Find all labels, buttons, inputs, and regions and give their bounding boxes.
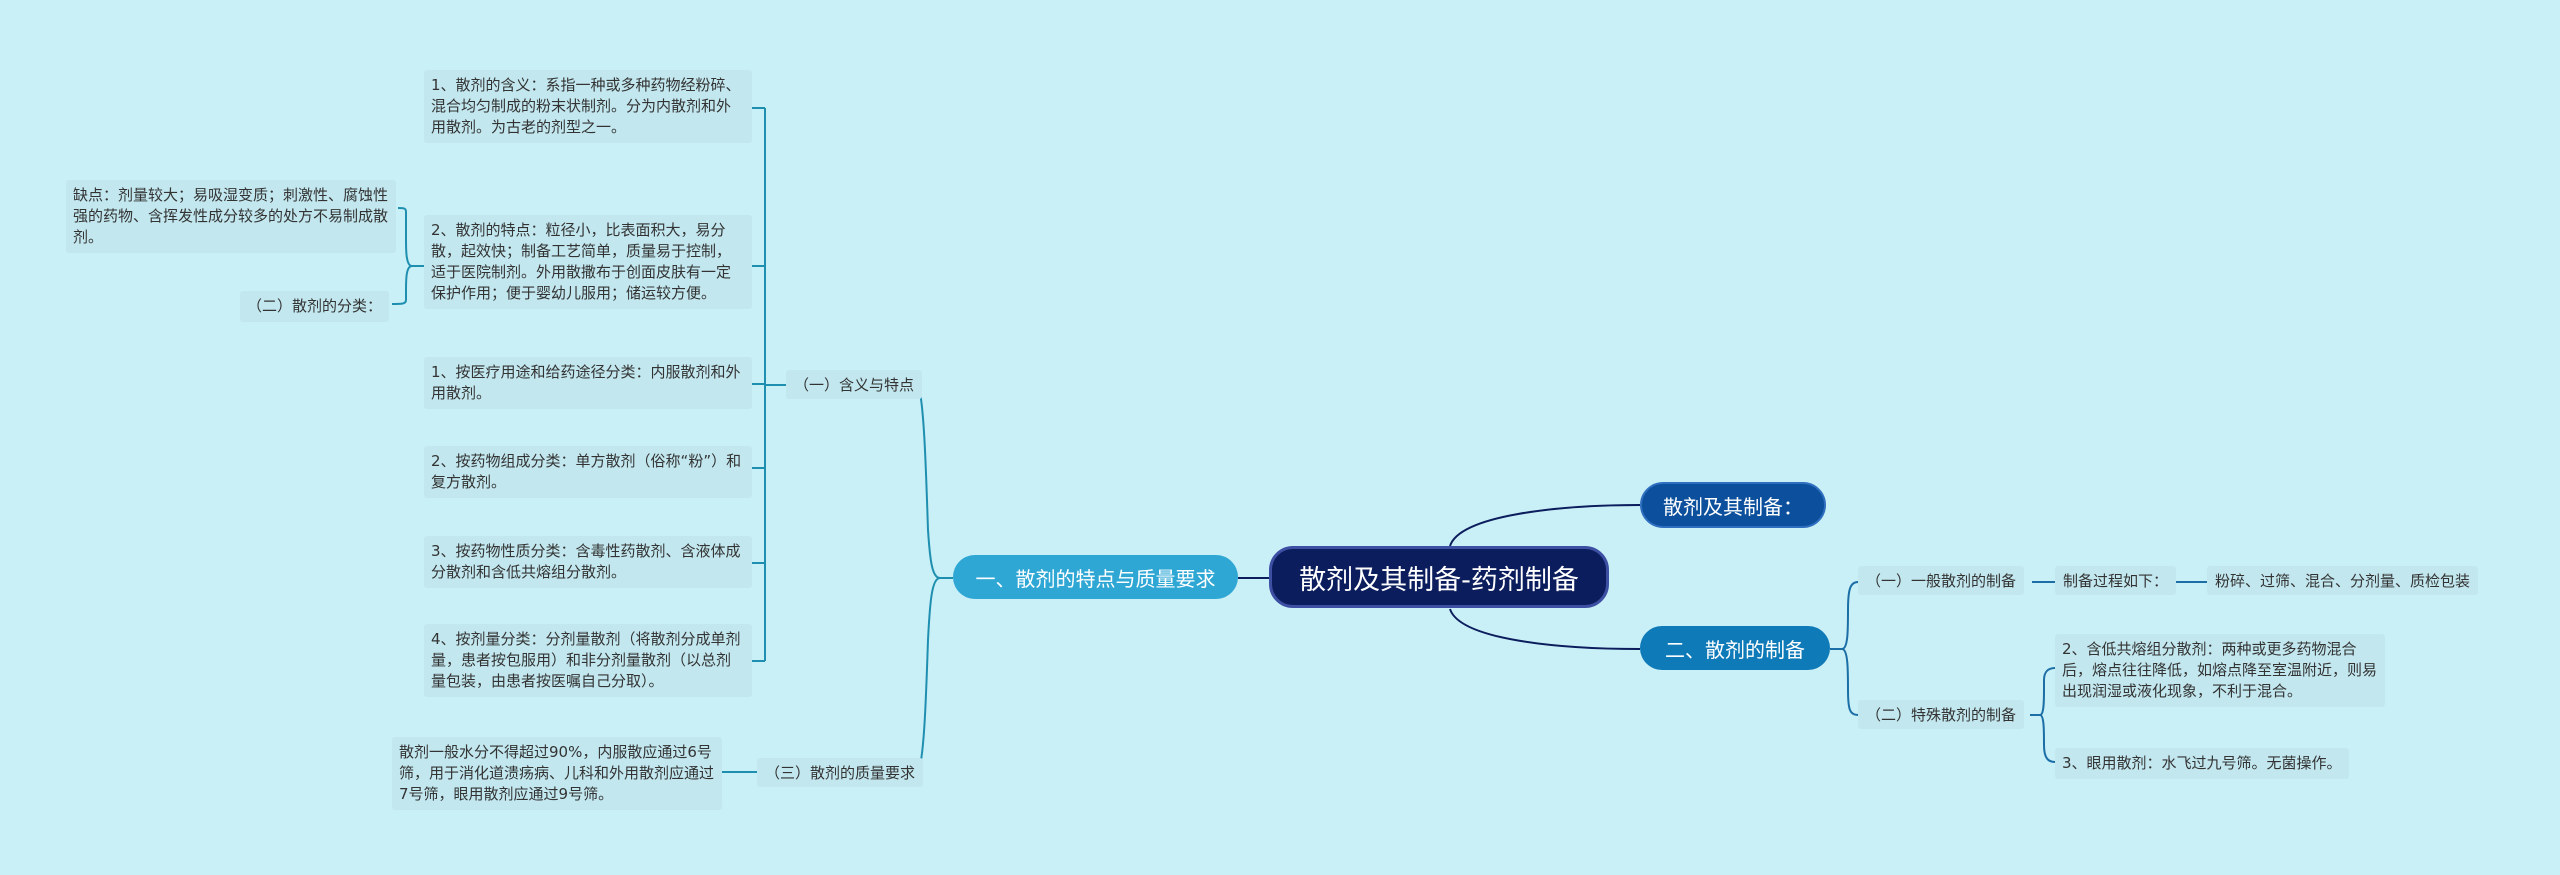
sub-general-prep-label: （一）一般散剂的制备: [1866, 572, 2017, 590]
process-label[interactable]: 制备过程如下：: [2055, 566, 2177, 595]
link-root-right: [1449, 608, 1641, 650]
leaf-quality[interactable]: 散剂一般水分不得超过90%，内服散应通过6号筛，用于消化道溃疡病、儿科和外用散剂…: [392, 737, 722, 810]
sub-quality-requirements[interactable]: （三）散剂的质量要求: [757, 758, 924, 787]
leaf-class-property[interactable]: 3、按药物性质分类：含毒性药散剂、含液体成分散剂和含低共熔组分散剂。: [424, 536, 752, 588]
leaf-features[interactable]: 2、散剂的特点：粒径小，比表面积大，易分散，起效快；制备工艺简单，质量易于控制，…: [424, 215, 752, 309]
leaf-ophthalmic-text: 3、眼用散剂：水飞过九号筛。无菌操作。: [2062, 754, 2342, 772]
process-steps[interactable]: 粉碎、过筛、混合、分剂量、质检包装: [2207, 566, 2479, 595]
leaf-drawbacks[interactable]: 缺点：剂量较大；易吸湿变质；刺激性、腐蚀性强的药物、含挥发性成分较多的处方不易制…: [66, 180, 396, 253]
branch-preparation-label: 二、散剂的制备: [1665, 637, 1805, 662]
process-label-text: 制备过程如下：: [2063, 572, 2169, 590]
root-label: 散剂及其制备-药剂制备: [1299, 564, 1579, 596]
leaf-features-text: 2、散剂的特点：粒径小，比表面积大，易分散，起效快；制备工艺简单，质量易于控制，…: [431, 221, 732, 302]
branch-characteristics[interactable]: 一、散剂的特点与质量要求: [953, 555, 1238, 599]
link-ophthalmic: [2030, 714, 2056, 763]
sub-definition-features[interactable]: （一）含义与特点: [786, 370, 923, 399]
link-left-sub1: [910, 384, 953, 579]
branch-preparation[interactable]: 二、散剂的制备: [1640, 626, 1830, 670]
leaf-eutectic-text: 2、含低共熔组分散剂：两种或更多药物混合后，熔点往往降低，如熔点降至室温附近，则…: [2062, 640, 2378, 700]
leaf-class-dosage[interactable]: 4、按剂量分类：分剂量散剂（将散剂分成单剂量，患者按包服用）和非分剂量散剂（以总…: [424, 624, 752, 697]
process-steps-text: 粉碎、过筛、混合、分剂量、质检包装: [2215, 572, 2471, 590]
sub-definition-features-label: （一）含义与特点: [794, 376, 915, 394]
link-general: [1830, 581, 1859, 650]
sub-special-prep[interactable]: （二）特殊散剂的制备: [1858, 700, 2025, 729]
sub-classification[interactable]: （二）散剂的分类：: [240, 291, 390, 322]
branch-characteristics-label: 一、散剂的特点与质量要求: [975, 566, 1216, 591]
leaf-class-property-text: 3、按药物性质分类：含毒性药散剂、含液体成分散剂和含低共熔组分散剂。: [431, 542, 741, 581]
link-classification: [391, 265, 424, 305]
leaf-class-dosage-text: 4、按剂量分类：分剂量散剂（将散剂分成单剂量，患者按包服用）和非分剂量散剂（以总…: [431, 630, 741, 690]
sub-quality-requirements-label: （三）散剂的质量要求: [765, 764, 916, 782]
leaf-class-usage-text: 1、按医疗用途和给药途径分类：内服散剂和外用散剂。: [431, 363, 741, 402]
branch-powder-prep-title-label: 散剂及其制备：: [1663, 494, 1803, 519]
root-node[interactable]: 散剂及其制备-药剂制备: [1269, 546, 1609, 608]
leaf-drawbacks-text: 缺点：剂量较大；易吸湿变质；刺激性、腐蚀性强的药物、含挥发性成分较多的处方不易制…: [73, 186, 389, 246]
leaf-ophthalmic[interactable]: 3、眼用散剂：水飞过九号筛。无菌操作。: [2055, 748, 2349, 779]
leaf-definition[interactable]: 1、散剂的含义：系指一种或多种药物经粉碎、混合均匀制成的粉末状制剂。分为内散剂和…: [424, 70, 752, 143]
link-root-top: [1449, 504, 1641, 547]
sub-general-prep[interactable]: （一）一般散剂的制备: [1858, 566, 2025, 595]
sub-classification-label: （二）散剂的分类：: [247, 297, 383, 315]
leaf-class-composition[interactable]: 2、按药物组成分类：单方散剂（俗称“粉”）和复方散剂。: [424, 446, 752, 498]
leaf-class-usage[interactable]: 1、按医疗用途和给药途径分类：内服散剂和外用散剂。: [424, 357, 752, 409]
leaf-quality-text: 散剂一般水分不得超过90%，内服散应通过6号筛，用于消化道溃疡病、儿科和外用散剂…: [399, 743, 715, 803]
leaf-class-composition-text: 2、按药物组成分类：单方散剂（俗称“粉”）和复方散剂。: [431, 452, 742, 491]
leaf-definition-text: 1、散剂的含义：系指一种或多种药物经粉碎、混合均匀制成的粉末状制剂。分为内散剂和…: [431, 76, 741, 136]
link-special: [1830, 648, 1859, 716]
leaf-eutectic[interactable]: 2、含低共熔组分散剂：两种或更多药物混合后，熔点往往降低，如熔点降至室温附近，则…: [2055, 634, 2385, 707]
branch-powder-prep-title[interactable]: 散剂及其制备：: [1640, 482, 1826, 528]
link-drawbacks: [397, 207, 424, 267]
link-eutectic: [2030, 667, 2056, 716]
link-left-sub3: [906, 577, 953, 773]
sub-special-prep-label: （二）特殊散剂的制备: [1866, 706, 2017, 724]
